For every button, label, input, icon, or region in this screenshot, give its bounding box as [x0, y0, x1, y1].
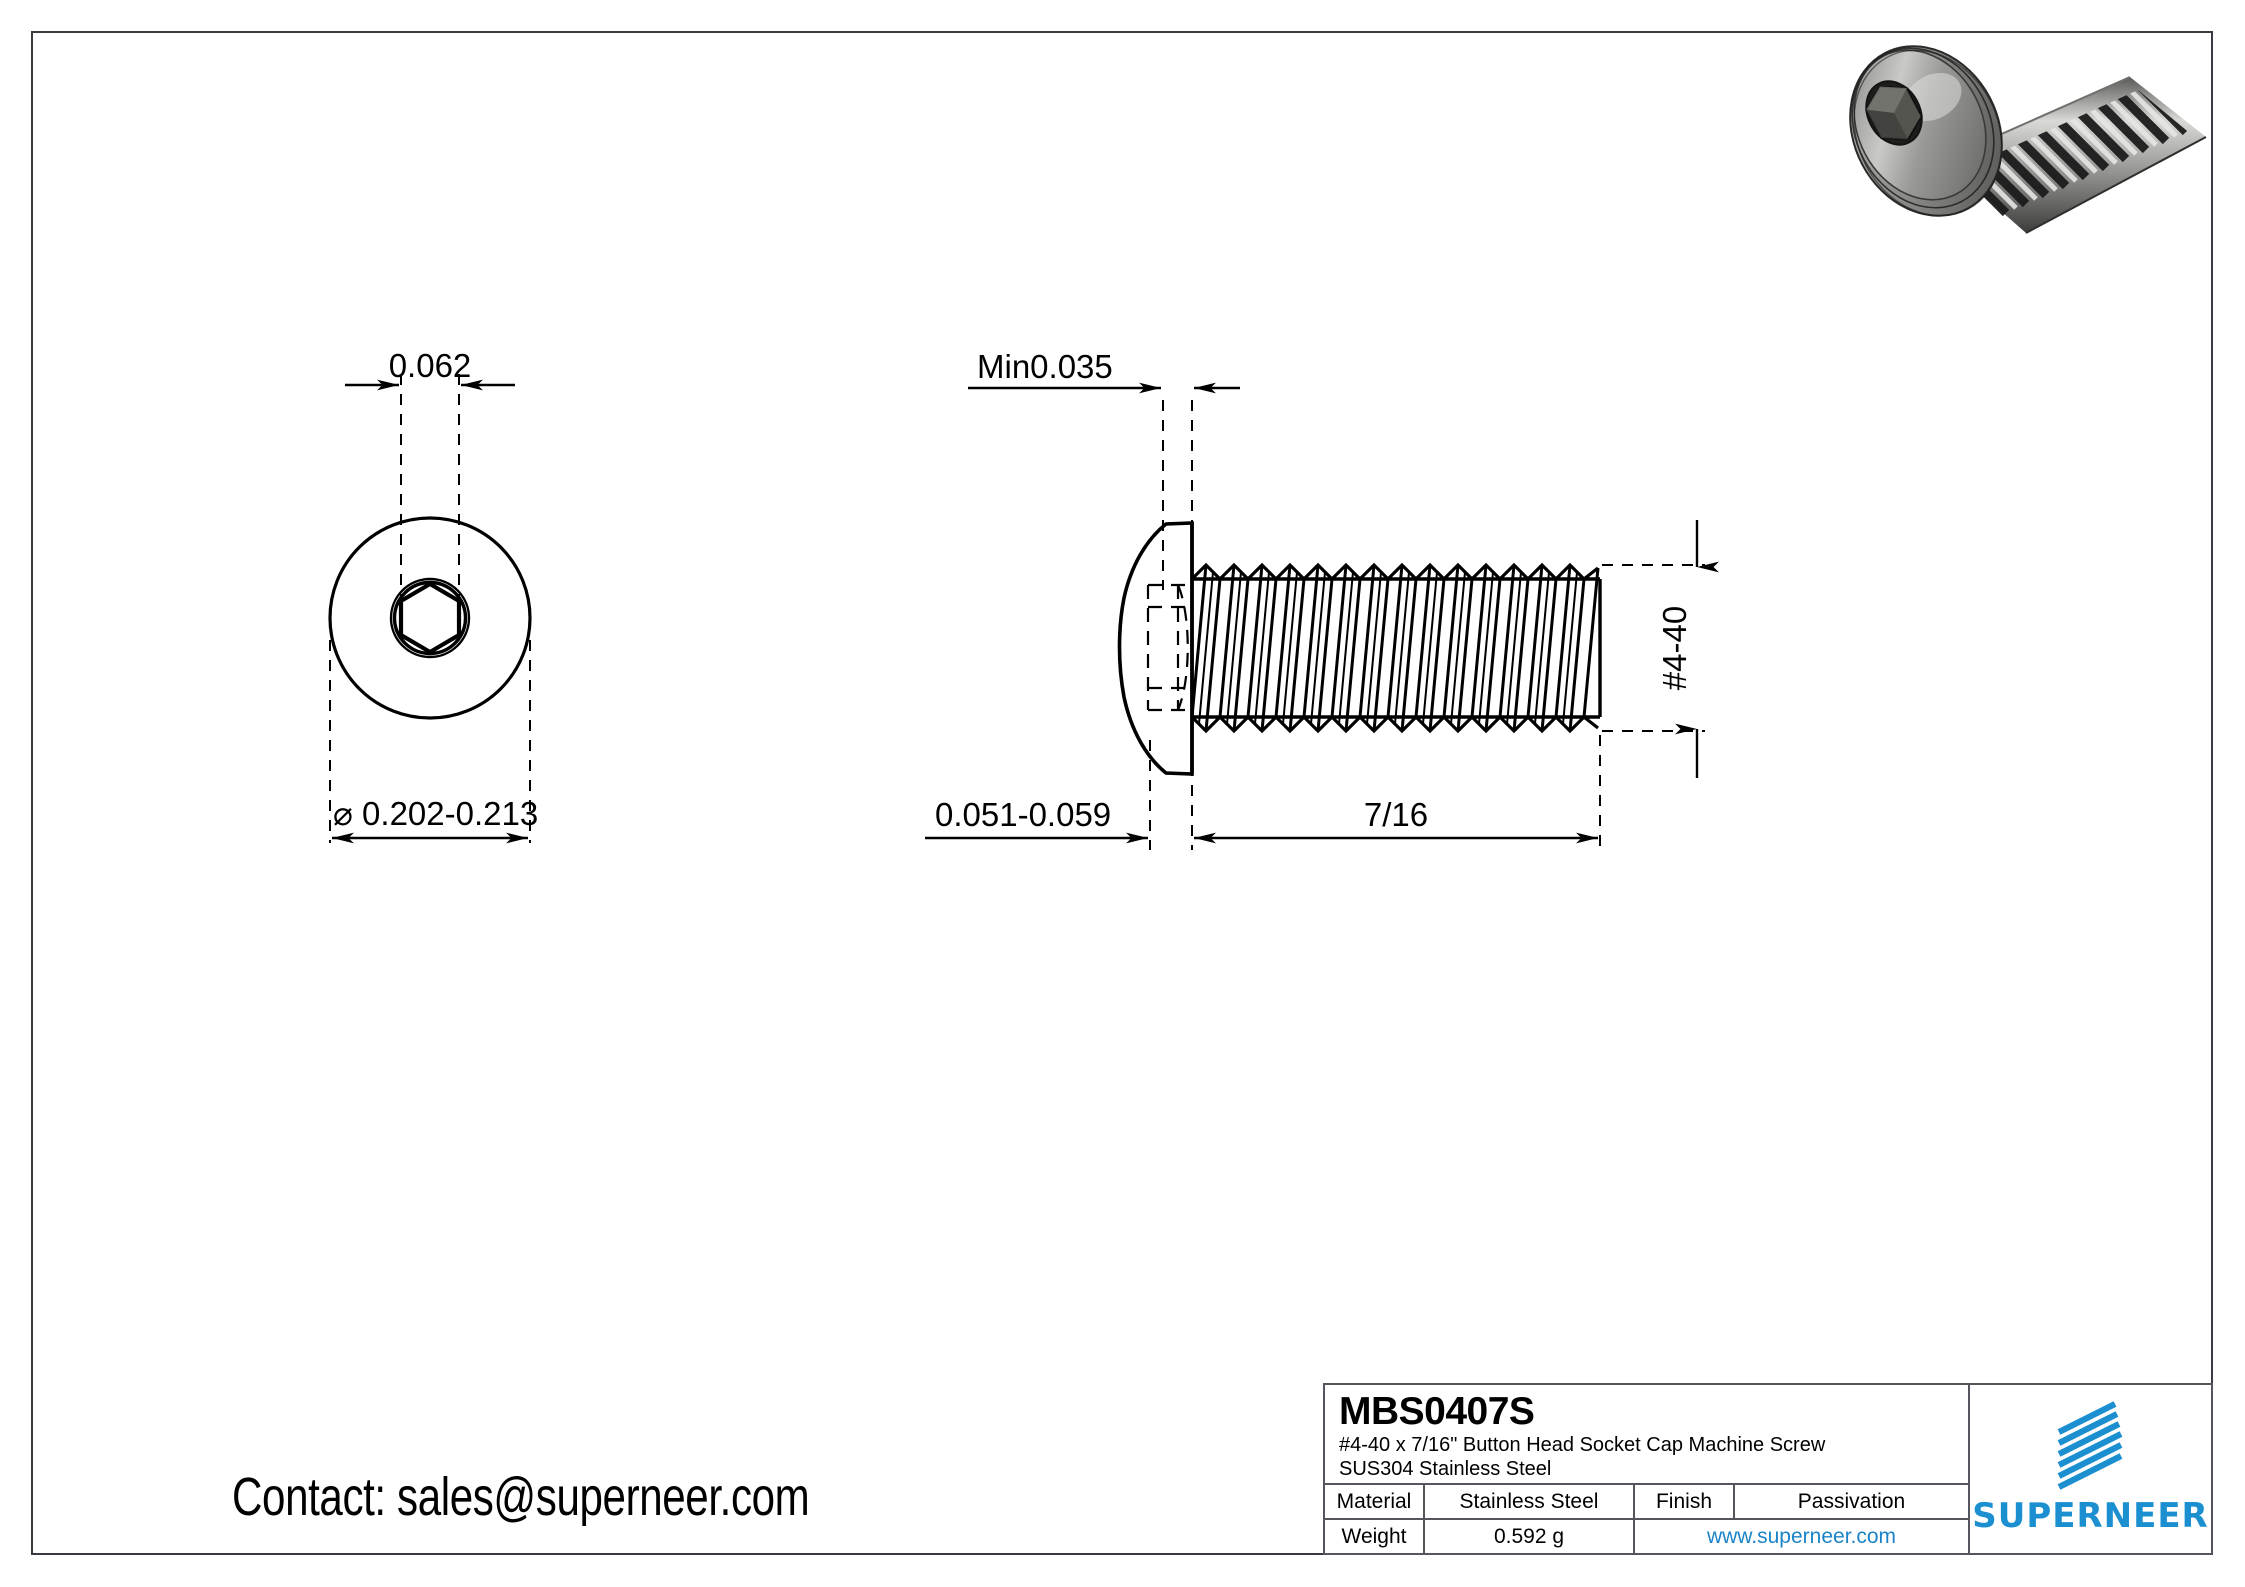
drawing-frame-border: [31, 31, 2213, 1555]
weight-row: Weight 0.592 g www.superneer.com: [1325, 1520, 1968, 1553]
title-block: MBS0407S #4-40 x 7/16" Button Head Socke…: [1323, 1383, 2213, 1555]
hex-socket-3d: [1865, 80, 1923, 146]
diameter-value: 0.202-0.213: [362, 795, 538, 832]
website-link[interactable]: www.superneer.com: [1706, 1524, 1897, 1548]
thread-crest-top: [1190, 562, 1599, 582]
title-block-left: MBS0407S #4-40 x 7/16" Button Head Socke…: [1325, 1385, 1970, 1553]
part-number: MBS0407S: [1339, 1390, 1535, 1433]
description-line-2: SUS304 Stainless Steel: [1339, 1458, 1552, 1480]
diameter-symbol: ⌀: [333, 795, 353, 832]
finish-value: Passivation: [1797, 1489, 1906, 1513]
company-logo-block: SUPERNEER: [1970, 1385, 2211, 1553]
hidden-socket-floor-curve: [1176, 584, 1189, 711]
contact-text: Contact: sales@superneer.com: [232, 1467, 810, 1527]
dim-socket-width-label: 0.062: [389, 347, 472, 384]
material-value: Stainless Steel: [1425, 1485, 1635, 1518]
thread-profile-lines: [1190, 562, 1600, 734]
description-line-1: #4-40 x 7/16" Button Head Socket Cap Mac…: [1339, 1434, 1826, 1456]
front-view-group: 0.062 ⌀ 0.202-0.213: [328, 347, 538, 844]
head-outline-circle: [328, 516, 532, 720]
dim-head-height-label: 0.051-0.059: [935, 796, 1111, 833]
title-block-description: MBS0407S #4-40 x 7/16" Button Head Socke…: [1325, 1385, 1968, 1485]
dim-thread-length-label: 7/16: [1364, 796, 1428, 833]
material-row: Material Stainless Steel Finish Passivat…: [1325, 1485, 1968, 1520]
dim-thread-spec-label: #4-40: [1656, 606, 1693, 690]
hex-socket-shape: [398, 581, 462, 655]
material-label: Material: [1325, 1485, 1425, 1518]
superneer-logo-icon: [2057, 1401, 2122, 1490]
side-view-group: Min0.035 0.051-0.059 7/16 #4-40: [925, 348, 1719, 850]
screw-head-3d: [1849, 45, 2003, 217]
socket-outer-circle: [389, 577, 471, 659]
dim-socket-depth-label: Min0.035: [977, 348, 1113, 385]
superneer-wordmark: SUPERNEER: [1972, 1496, 2209, 1536]
weight-label: Weight: [1325, 1520, 1425, 1553]
finish-label: Finish: [1635, 1485, 1735, 1518]
weight-value: 0.592 g: [1425, 1520, 1635, 1553]
dim-head-diameter-label: ⌀ 0.202-0.213: [333, 795, 538, 832]
screw-3d-render: [1849, 45, 2207, 234]
head-profile-outline: [1117, 521, 1194, 776]
socket-inner-circle: [392, 580, 468, 656]
